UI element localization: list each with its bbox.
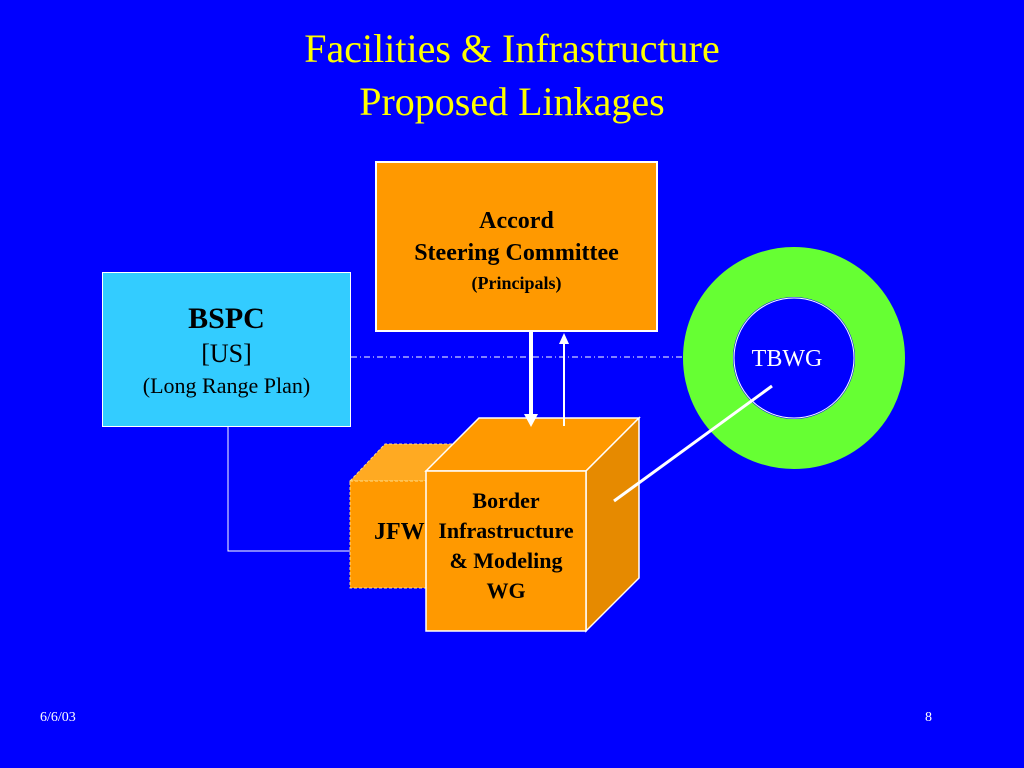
bimwg-to-accord-arrow xyxy=(559,333,569,426)
tbwg-core xyxy=(733,297,855,419)
bimwg-label-line3: & Modeling xyxy=(449,548,563,573)
jfw-label: JFW xyxy=(374,519,425,545)
slide-page-number: 8 xyxy=(925,710,932,725)
bspc-jfw-connector xyxy=(227,427,352,552)
accord-label-line2: Steering Committee xyxy=(414,240,619,266)
accord-label-line3: (Principals) xyxy=(471,273,562,293)
slide-date: 6/6/03 xyxy=(40,710,76,725)
bimwg-label-line4: WG xyxy=(486,578,526,603)
bimwg-cube xyxy=(424,416,641,633)
bspc-box: BSPC [US] (Long Range Plan) xyxy=(102,272,351,427)
bimwg-label-line1: Border xyxy=(472,488,540,513)
accord-steering-committee-box: Accord Steering Committee (Principals) xyxy=(375,161,658,332)
bspc-label-line2: [US] xyxy=(201,339,252,368)
slide-title-line1: Facilities & Infrastructure xyxy=(304,26,720,71)
bspc-label-line1: BSPC xyxy=(188,302,265,335)
tbwg-label: TBWG xyxy=(751,346,823,372)
accord-to-bimwg-arrow xyxy=(524,332,538,427)
bimwg-label-line2: Infrastructure xyxy=(438,518,574,543)
slide-title-line2: Proposed Linkages xyxy=(359,79,665,124)
bimwg-label: Border Infrastructure & Modeling WG xyxy=(426,486,586,606)
bimwg-tbwg-connector xyxy=(613,384,773,503)
accord-label-line1: Accord xyxy=(479,208,554,234)
bspc-label-line3: (Long Range Plan) xyxy=(142,373,311,398)
tbwg-ring xyxy=(683,247,905,469)
